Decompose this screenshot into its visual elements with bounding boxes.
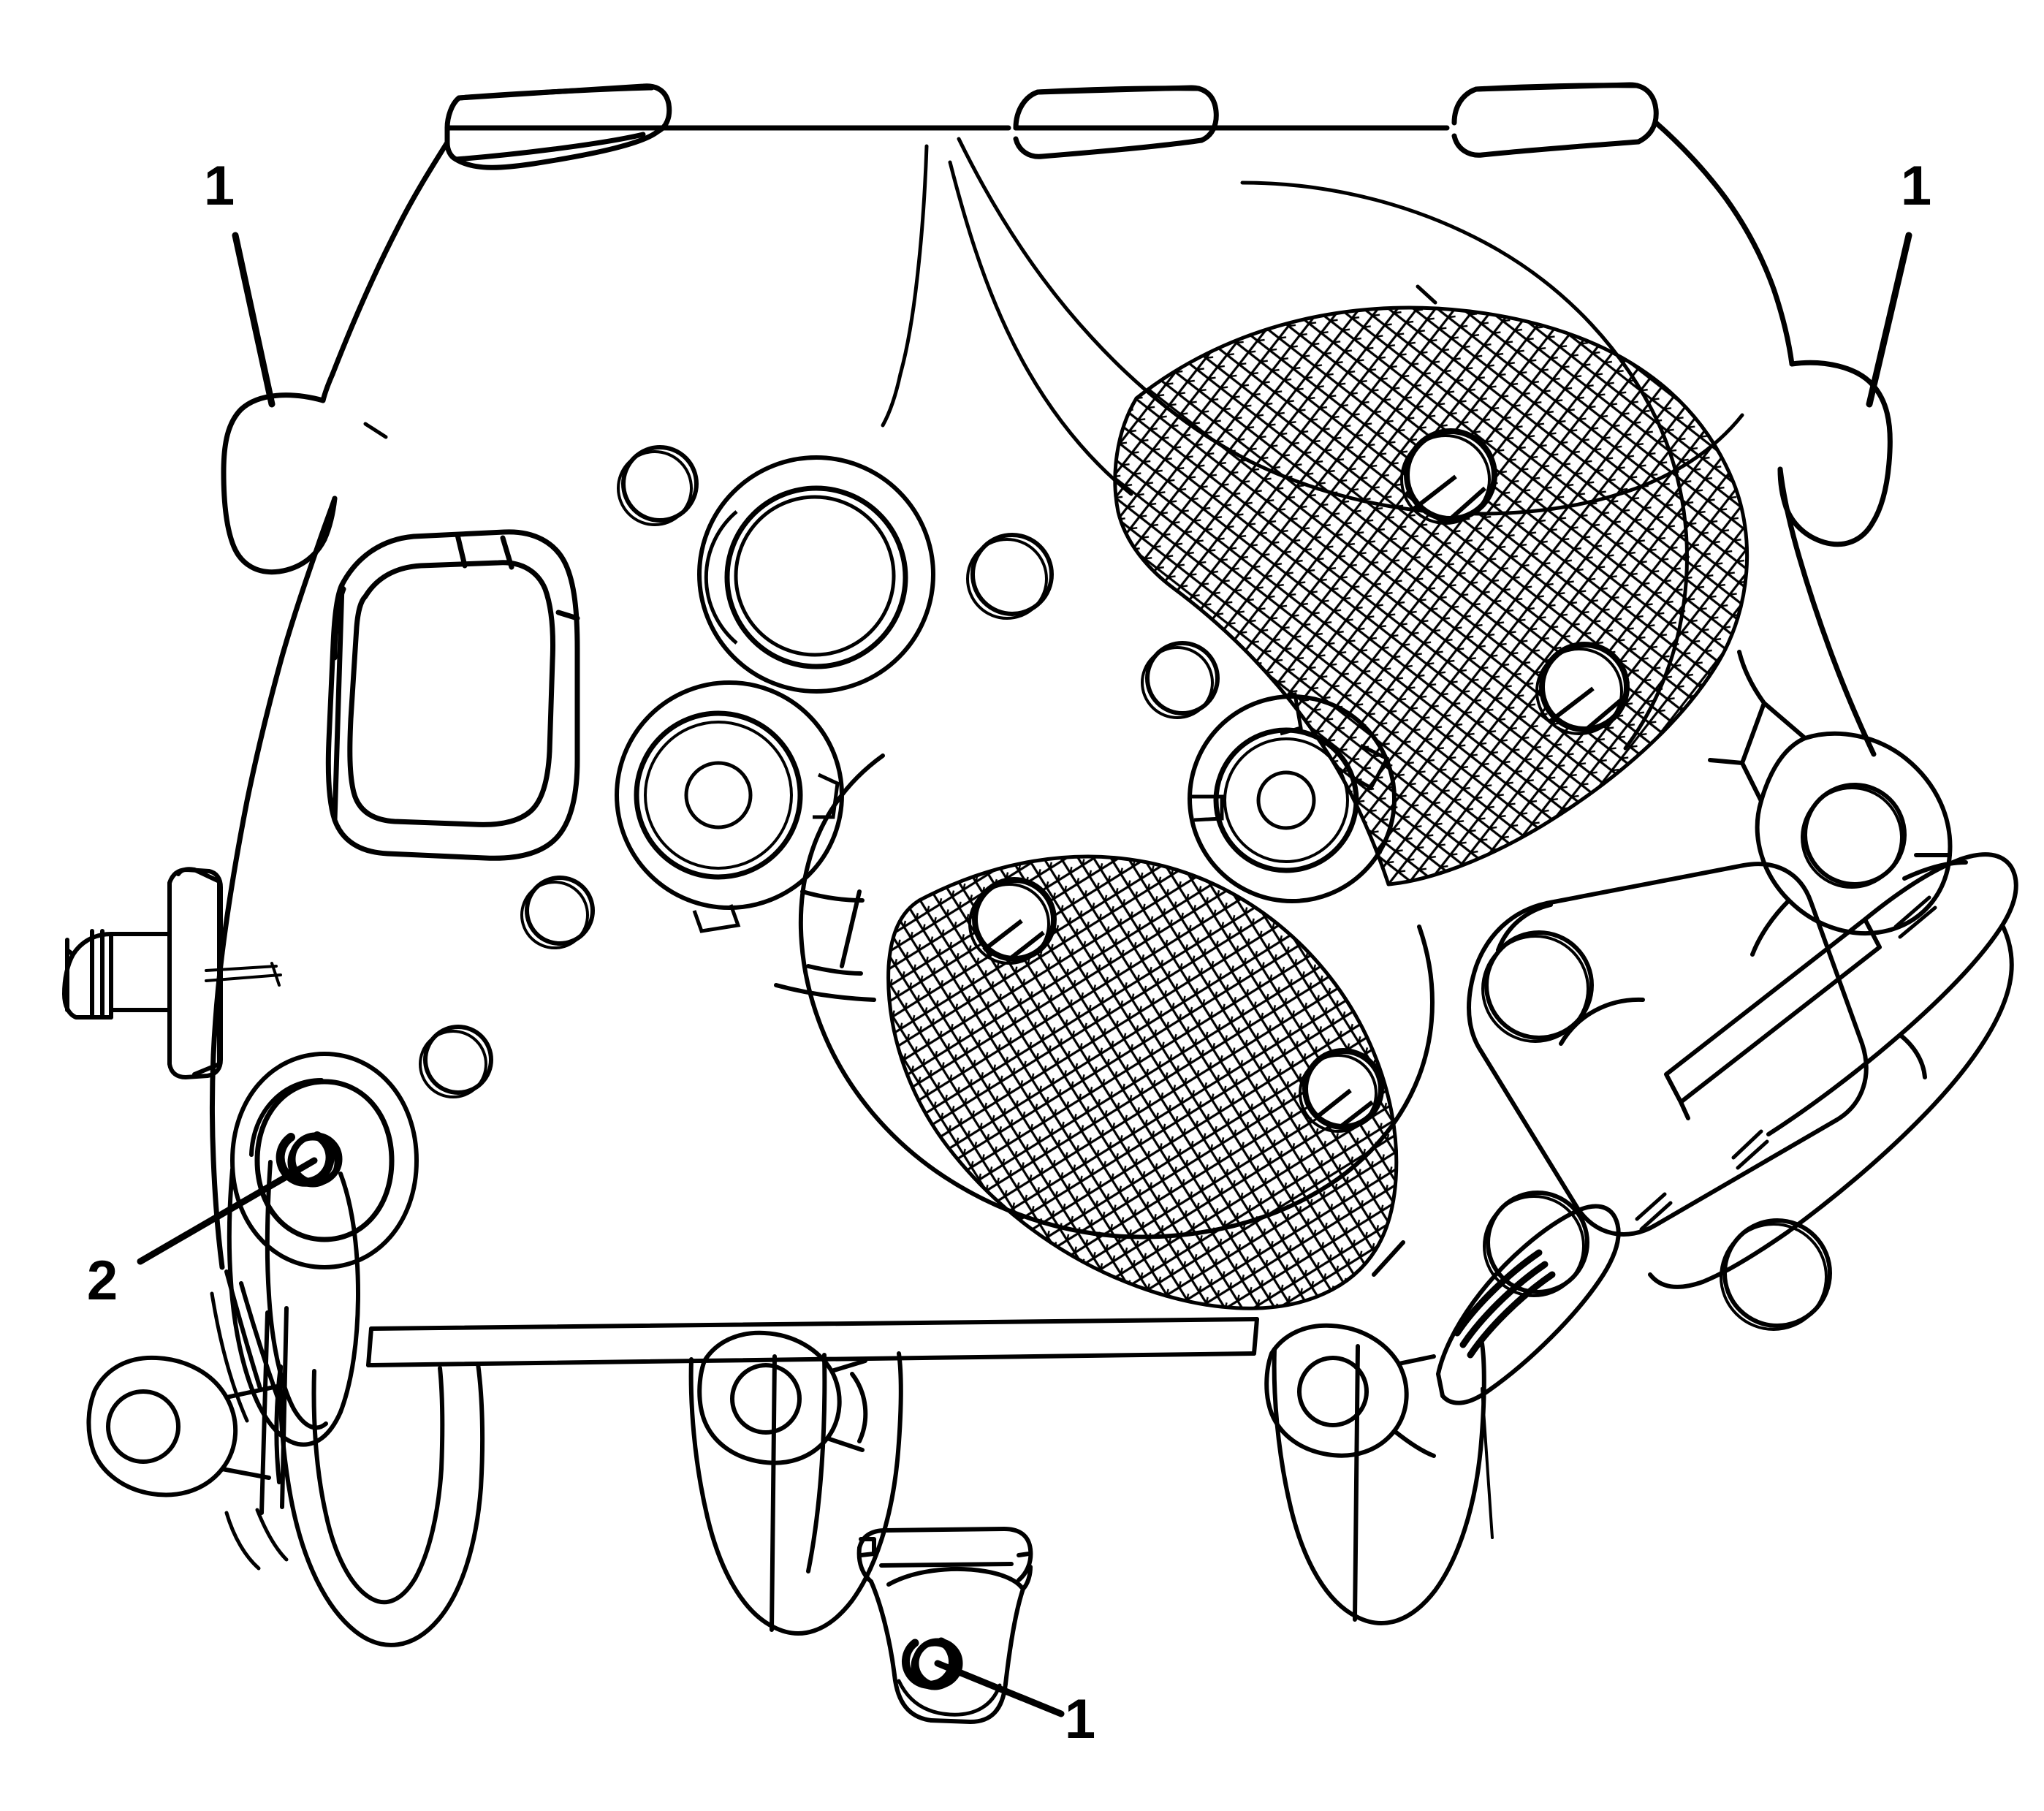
right-ear-hole <box>1803 783 1907 886</box>
right-connector-tube <box>1372 1204 1621 1539</box>
large-sensor-bore-mid <box>724 485 908 669</box>
bracket-hole-b <box>1486 1191 1589 1294</box>
upper-right-crosshatch-panel <box>1113 305 1749 886</box>
bracket-hole-a <box>1484 930 1594 1040</box>
lower-center-crosshatch-panel <box>886 854 1399 1310</box>
callout-label: 1 <box>204 155 235 217</box>
lower-left-flange-hole <box>106 1389 181 1464</box>
lower-center-mounting-tab <box>856 1527 1033 1724</box>
callout-label: 1 <box>1065 1688 1095 1750</box>
left-vacuum-nipple <box>62 867 282 1079</box>
large-sensor-bore-outer <box>697 455 935 694</box>
small-bore-e <box>423 1025 493 1095</box>
large-sensor-bore-inner <box>734 495 896 657</box>
callouts-layer: 1 1 1 2 <box>87 155 1931 1750</box>
small-bore-a <box>621 445 699 523</box>
plenum-lobe-outline <box>774 753 1435 1239</box>
leader-line <box>232 232 276 408</box>
right-mid-boss-mid2 <box>1223 737 1349 863</box>
manifold-body-outline <box>210 82 1893 1270</box>
right-mounting-bracket <box>1467 650 2018 1331</box>
small-bore-d <box>525 876 595 946</box>
left-rounded-rectangle-recess <box>325 529 580 861</box>
right-mid-boss-inner <box>1256 770 1316 830</box>
leader-line <box>137 1157 318 1265</box>
mid-boss-mid <box>634 710 803 880</box>
leader-line <box>934 1660 1065 1717</box>
lower-left-detail-lines <box>210 1291 289 1571</box>
callout-label: 2 <box>87 1250 118 1312</box>
callout-2[interactable]: 2 <box>87 1157 318 1312</box>
lower-mid-flange-hole <box>730 1363 802 1435</box>
leader-line <box>1866 232 1912 408</box>
callout-label: 1 <box>1901 155 1931 217</box>
callout-1-bottom[interactable]: 1 <box>934 1660 1095 1750</box>
mid-boss-inner <box>684 761 753 829</box>
small-bore-b <box>970 533 1054 616</box>
small-bore-c <box>1145 641 1220 715</box>
lower-right-flange-hole <box>1297 1356 1369 1427</box>
bottom-runner-flange <box>86 1269 1486 1647</box>
mid-boss-mid2 <box>644 721 793 870</box>
callout-1-left[interactable]: 1 <box>204 155 276 408</box>
callout-1-right[interactable]: 1 <box>1866 155 1931 408</box>
